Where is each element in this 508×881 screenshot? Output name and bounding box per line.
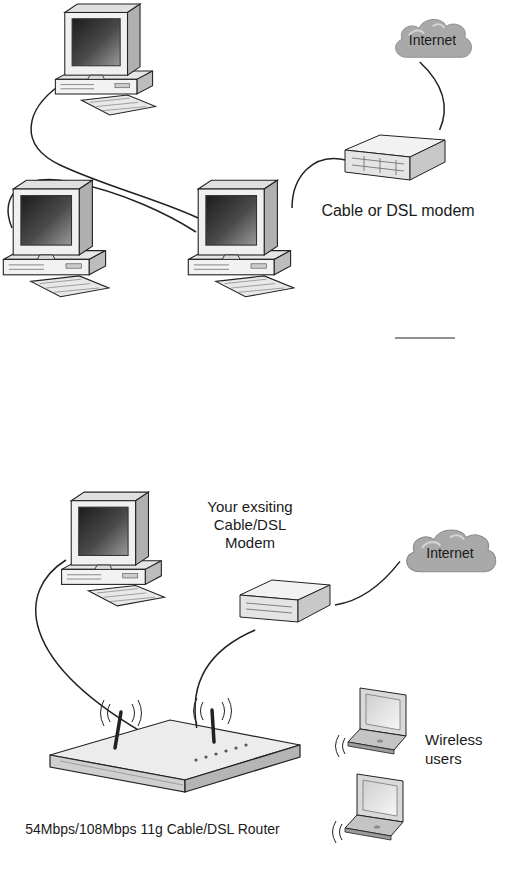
cloud-shape xyxy=(396,19,472,57)
text-stack: 54Mbps/108Mbps 11g Cable/DSL Router xyxy=(5,821,300,838)
group-label: Wireless users xyxy=(425,731,497,769)
modem-device xyxy=(345,135,445,180)
modem-node: Your exsiting Cable/DSL Modem xyxy=(195,498,335,630)
router-node: 54Mbps/108Mbps 11g Cable/DSL Router xyxy=(5,728,300,838)
network-cable xyxy=(292,159,346,208)
underline-mark xyxy=(395,338,455,339)
text-stack: Your exsiting Cable/DSL Modem xyxy=(195,498,305,552)
text-stack: Internet xyxy=(390,15,475,62)
internet-cloud: Internet xyxy=(400,525,500,577)
node-text: Cable or DSL modem xyxy=(318,201,478,220)
desktop-computer xyxy=(3,180,109,297)
network-cable xyxy=(195,630,255,728)
modem-node: Cable or DSL modem xyxy=(318,130,478,220)
internet-cloud: Internet xyxy=(390,15,475,62)
modem-device xyxy=(240,580,330,622)
desktop-computer xyxy=(62,492,165,606)
desktop-computer xyxy=(188,180,294,297)
wireless-network-bottom xyxy=(36,492,406,843)
laptop-computer xyxy=(348,688,406,754)
cloud-shape xyxy=(407,530,496,572)
network-cable xyxy=(335,561,400,605)
wireless-router xyxy=(50,698,300,792)
wireless-signal xyxy=(336,735,346,757)
node-text: Your exsiting Cable/DSL Modem xyxy=(195,498,305,552)
node-text: Internet xyxy=(409,32,456,49)
node-text: 54Mbps/108Mbps 11g Cable/DSL Router xyxy=(5,821,300,838)
wired-network-top xyxy=(3,4,455,338)
wireless-signal xyxy=(333,821,343,843)
text-stack: Internet xyxy=(400,525,500,577)
laptop-computer xyxy=(345,774,403,840)
network-cable xyxy=(420,62,445,130)
desktop-computer xyxy=(55,4,155,115)
node-text: Internet xyxy=(426,545,473,562)
text-stack: Cable or DSL modem xyxy=(318,201,478,220)
